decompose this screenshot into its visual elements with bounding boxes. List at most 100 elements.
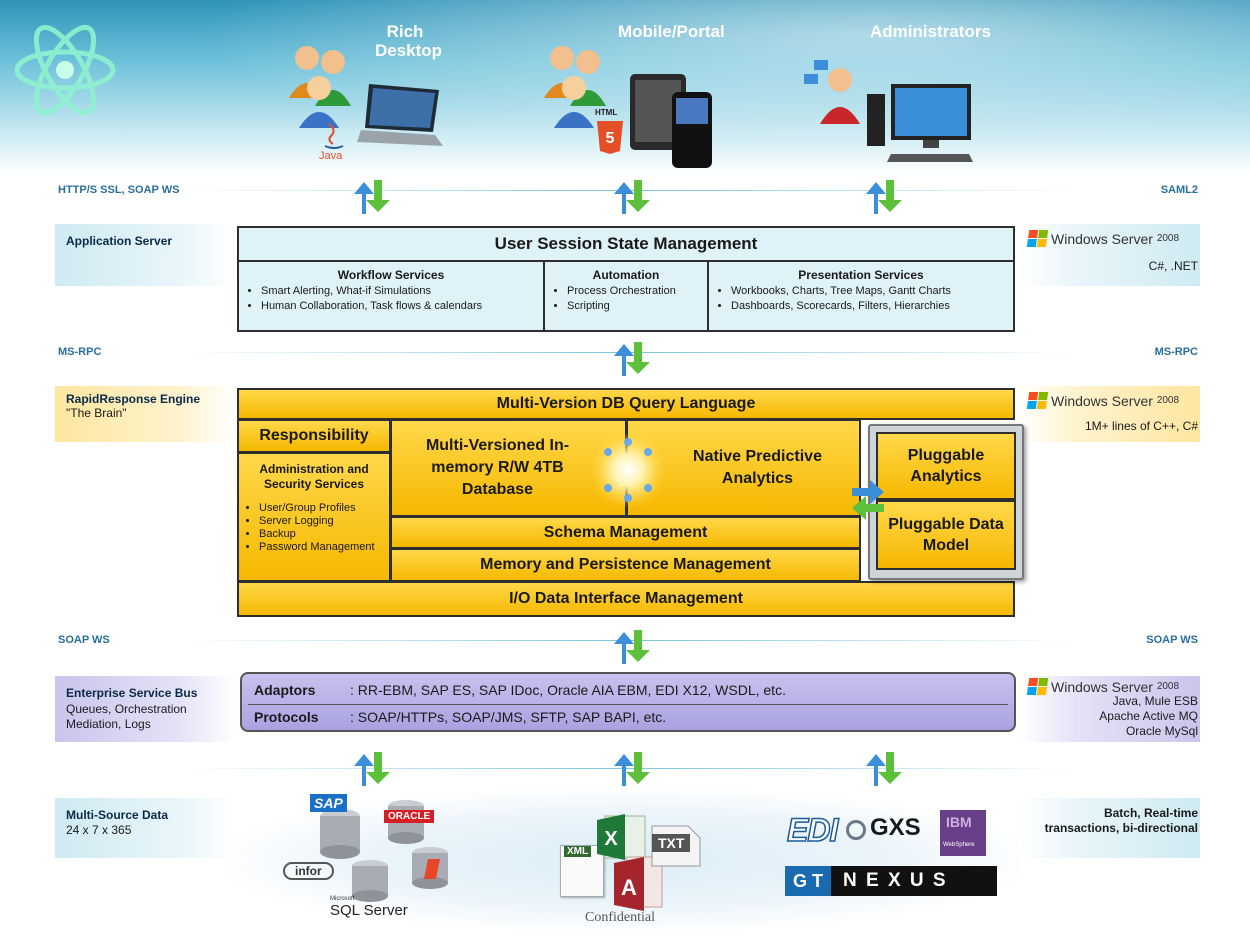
svg-text:X: X <box>604 828 618 850</box>
engine-sublabel: "The Brain" <box>66 406 127 420</box>
laptop-icon <box>357 84 443 146</box>
rich-desktop-group: Java Rich Desktop <box>285 20 455 170</box>
txt-label: TXT <box>652 834 691 852</box>
websphere-label: WebSphere <box>943 842 975 848</box>
admin-item: Password Management <box>259 541 383 554</box>
microsoft-label: Microsoft <box>330 896 355 902</box>
adaptors-label: Adaptors <box>254 682 316 698</box>
workflow-services-box: Workflow Services Smart Alerting, What-i… <box>237 260 545 332</box>
protocol-top-left: HTTP/S SSL, SOAP WS <box>58 184 180 196</box>
protocol-lower-right: SOAP WS <box>1146 634 1198 646</box>
java-label: Java <box>319 150 343 162</box>
query-language-box: Multi-Version DB Query Language <box>237 388 1015 420</box>
responsibility-box: Responsibility <box>237 419 391 453</box>
html-label: HTML <box>595 108 618 117</box>
windows-flag-icon <box>1026 392 1049 409</box>
ibm-websphere-logo <box>940 810 986 856</box>
data-right-note: Batch, Real-time transactions, bi-direct… <box>1044 806 1198 835</box>
presentation-item: Workbooks, Charts, Tree Maps, Gantt Char… <box>731 284 1005 299</box>
gxs-logo: GXS <box>870 814 921 841</box>
xml-label: XML <box>564 846 592 857</box>
database-box: Multi-Versioned In-memory R/W 4TB Databa… <box>390 419 627 517</box>
admin-item: Backup <box>259 528 383 541</box>
automation-box: Automation Process Orchestration Scripti… <box>543 260 709 332</box>
io-interface-box: I/O Data Interface Management <box>237 581 1015 617</box>
data-sidebar <box>55 798 235 858</box>
mobile-portal-label: Mobile/Portal <box>618 22 725 41</box>
app-server-tech: C#, .NET <box>1148 259 1198 273</box>
esb-sidebar <box>55 676 235 742</box>
nexus-label: N E X U S <box>843 870 948 891</box>
esb-sidebar-right <box>1020 676 1200 742</box>
users-icon <box>289 46 351 128</box>
brain-core-icon <box>590 432 666 508</box>
protocol-mid-right: MS-RPC <box>1154 346 1198 358</box>
sql-server-logo: SQL Server <box>330 902 408 919</box>
esb-label: Enterprise Service Bus <box>66 686 198 700</box>
rich-desktop-label: Rich Desktop <box>375 22 443 60</box>
bidirectional-arrow-icon <box>354 180 390 214</box>
admin-security-title: Administration and Security Services <box>259 462 369 491</box>
data-label: Multi-Source Data <box>66 808 169 822</box>
presentation-services-title: Presentation Services <box>798 268 924 282</box>
sky-highlight <box>0 0 1250 175</box>
engine-tech: 1M+ lines of C++, C# <box>1084 419 1198 433</box>
presentation-services-box: Presentation Services Workbooks, Charts,… <box>707 260 1015 332</box>
excel-icon: X <box>597 814 646 860</box>
engine-label: RapidResponse Engine <box>66 392 201 406</box>
automation-item: Process Orchestration <box>567 284 699 299</box>
esb-divider <box>248 704 1008 705</box>
windows-server-logo: Windows Server 2008 <box>1026 392 1179 409</box>
oracle-logo: ORACLE <box>384 810 435 823</box>
html5-icon: 5 <box>597 121 623 154</box>
protocols-label: Protocols <box>254 709 319 725</box>
adaptors-row: Adaptors: RR-EBM, SAP ES, SAP IDoc, Orac… <box>254 682 786 698</box>
data-sublabel: 24 x 7 x 365 <box>66 823 132 837</box>
svg-text:A: A <box>621 875 637 900</box>
esb-tech: Java, Mule ESB Apache Active MQ Oracle M… <box>1099 694 1198 738</box>
adaptors-list: RR-EBM, SAP ES, SAP IDoc, Oracle AIA EBM… <box>357 682 786 698</box>
presentation-item: Dashboards, Scorecards, Filters, Hierarc… <box>731 299 1005 314</box>
pluggable-data-model-box: Pluggable Data Model <box>876 500 1016 570</box>
app-server-sidebar-right <box>1020 224 1200 286</box>
database-cylinder-icon <box>320 809 360 859</box>
windows-flag-icon <box>1026 678 1049 695</box>
java-icon <box>324 123 344 149</box>
users-icon <box>544 46 606 128</box>
user-session-box: User Session State Management <box>237 226 1015 262</box>
administrators-group: Administrators <box>800 20 1020 170</box>
svg-text:5: 5 <box>606 130 615 147</box>
ibm-label: IBM <box>946 814 972 830</box>
protocol-lower-left: SOAP WS <box>58 634 110 646</box>
gxs-logo-icon <box>846 820 866 840</box>
bidirectional-arrow-icon <box>866 752 902 786</box>
app-server-label: Application Server <box>66 234 173 248</box>
bidirectional-arrow-icon <box>614 752 650 786</box>
user-session-label: User Session State Management <box>494 234 758 253</box>
admin-user-icon <box>804 60 860 124</box>
sap-logo: SAP <box>310 794 347 812</box>
engine-sidebar-right <box>1020 386 1200 442</box>
bidirectional-arrow-icon <box>866 180 902 214</box>
data-sidebar-right <box>1020 798 1200 858</box>
app-server-sidebar <box>55 224 235 286</box>
protocol-top-right: SAML2 <box>1160 184 1198 196</box>
bidirectional-arrow-icon <box>614 180 650 214</box>
divider-line <box>180 768 1080 769</box>
memory-persistence-box: Memory and Persistence Management <box>390 548 861 582</box>
infor-logo: infor <box>283 862 334 880</box>
schema-management-box: Schema Management <box>390 516 861 549</box>
administrators-label: Administrators <box>870 22 991 41</box>
atom-logo-icon <box>14 24 116 116</box>
windows-flag-icon <box>1026 230 1049 247</box>
automation-title: Automation <box>592 268 660 282</box>
bidirectional-arrow-icon <box>614 630 650 664</box>
automation-item: Scripting <box>567 299 699 314</box>
engine-sidebar <box>55 386 235 442</box>
gtnexus-logo: G T N E X U S <box>785 866 997 896</box>
protocols-row: Protocols: SOAP/HTTPs, SOAP/JMS, SFTP, S… <box>254 709 667 725</box>
windows-server-logo: Windows Server 2008 <box>1026 230 1179 247</box>
windows-server-logo: Windows Server 2008 <box>1026 678 1179 695</box>
database-cylinder-icon <box>412 847 448 889</box>
mobile-portal-group: 5 HTML Mobile/Portal <box>540 20 740 170</box>
